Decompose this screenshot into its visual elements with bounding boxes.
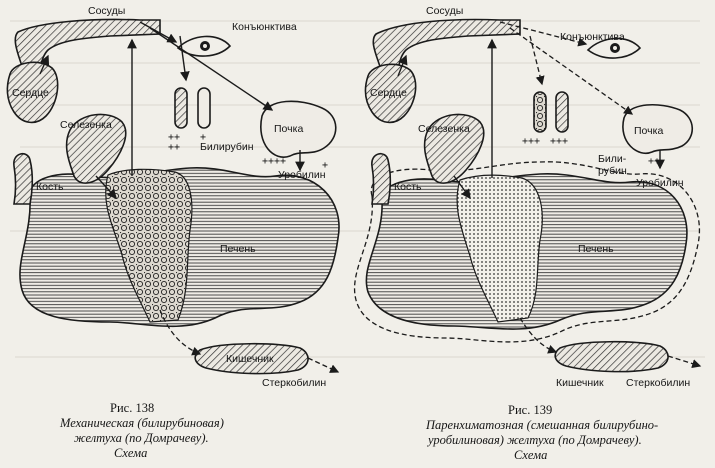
- bone-shape: [13, 153, 34, 205]
- sign-kidney-out-139: ++: [648, 156, 660, 167]
- caption-line3-139: Схема: [514, 448, 547, 462]
- spleen-shape: [423, 113, 485, 184]
- label-spleen-138: Селезенка: [60, 119, 112, 131]
- label-liver-139: Печень: [578, 243, 614, 255]
- test-tube-left-icon: [533, 91, 547, 133]
- label-bone-139: Кость: [394, 181, 422, 193]
- label-vessels-138: Сосуды: [88, 5, 125, 17]
- label-bilirubin-138: Билирубин: [200, 141, 254, 153]
- sign-tube-left-top-138: ++: [168, 132, 180, 143]
- kidney-shape: [622, 103, 694, 155]
- bleed-through-text: [10, 20, 705, 358]
- arrow-intestine-out: [667, 355, 702, 369]
- label-heart-139: Сердце: [370, 87, 407, 99]
- label-stercobilin-138: Стеркобилин: [262, 377, 326, 389]
- sign-kidney-out-138: ++++: [262, 156, 286, 167]
- caption-line3-138: Схема: [114, 446, 147, 460]
- eye-icon: [176, 35, 232, 57]
- arrow-vessels-to-tubes: [179, 35, 190, 82]
- heart-shape: [6, 61, 59, 124]
- liver-lobule-zone: [456, 174, 543, 323]
- test-tube-right-icon: [197, 87, 211, 129]
- arrow-intestine-out: [307, 357, 340, 373]
- caption-line2-139: уробилиновая) желтуха (по Домрачеву).: [426, 433, 642, 447]
- arrow-heart-to-vessels: [397, 54, 408, 77]
- label-urobilin-139: Уробилин: [636, 177, 684, 189]
- label-conjunctiva-139: Конъюнктива: [560, 31, 625, 43]
- label-liver-138: Печень: [220, 243, 256, 255]
- spleen-shape: [65, 113, 127, 184]
- label-intestine-139: Кишечник: [556, 377, 604, 389]
- sign-urobilin-138: +: [322, 160, 328, 171]
- figure-138: Сосуды Конъюнктива Сердце Селезенка Почк…: [6, 5, 340, 460]
- intestine-shape: [194, 342, 309, 375]
- arrow-vessels-to-kidney: [149, 27, 274, 111]
- test-tube-left-icon: [174, 87, 188, 129]
- caption-number-138: Рис. 138: [110, 401, 154, 415]
- arrow-spleen-to-liver: [453, 175, 471, 200]
- arrow-vessels-to-eye: [139, 21, 178, 43]
- label-heart-138: Сердце: [12, 87, 49, 99]
- label-vessels-139: Сосуды: [426, 5, 463, 17]
- arrow-spleen-to-liver: [95, 175, 117, 200]
- label-stercobilin-139: Стеркобилин: [626, 377, 690, 389]
- arrow-vessels-to-eye: [499, 21, 588, 47]
- liver-lobule-zone: [105, 168, 193, 323]
- arrow-liver-to-intestine: [519, 317, 558, 354]
- kidney-shape: [260, 100, 337, 158]
- sign-tube-left-139: +++: [522, 136, 540, 147]
- liver-outline-dashed: [354, 161, 700, 343]
- sign-tube-right-138: +: [200, 132, 206, 143]
- label-kidney-138: Почка: [274, 123, 303, 135]
- label-conjunctiva-138: Конъюнктива: [232, 21, 297, 33]
- sign-tube-left-bottom-138: ++: [168, 142, 180, 153]
- sign-tube-right-139: +++: [550, 136, 568, 147]
- heart-shape: [364, 63, 417, 124]
- label-urobilin-138: Уробилин: [278, 169, 326, 181]
- label-kidney-139: Почка: [634, 125, 663, 137]
- label-intestine-138: Кишечник: [226, 353, 274, 365]
- caption-line2-138: желтуха (по Домрачеву).: [74, 431, 209, 445]
- label-bone-138: Кость: [36, 181, 64, 193]
- intestine-shape: [554, 340, 669, 373]
- bone-shape: [371, 153, 392, 205]
- eye-icon: [586, 37, 642, 59]
- label-bilirubin-139-b: рубин: [598, 165, 627, 177]
- caption-line1-138: Механическая (билирубиновая): [59, 416, 224, 430]
- caption-number-139: Рис. 139: [508, 403, 552, 417]
- figure-139: Сосуды Конъюнктива Сердце Селезенка Почк…: [354, 5, 702, 462]
- arrow-vessels-to-kidney: [509, 27, 634, 115]
- label-bilirubin-139-a: Били-: [598, 153, 627, 165]
- caption-line1-139: Паренхиматозная (смешанная билирубино-: [425, 418, 658, 432]
- arrow-vessels-to-tubes: [529, 35, 545, 86]
- arrow-heart-to-vessels: [39, 54, 50, 75]
- label-spleen-139: Селезенка: [418, 123, 470, 135]
- test-tube-right-icon: [555, 91, 569, 133]
